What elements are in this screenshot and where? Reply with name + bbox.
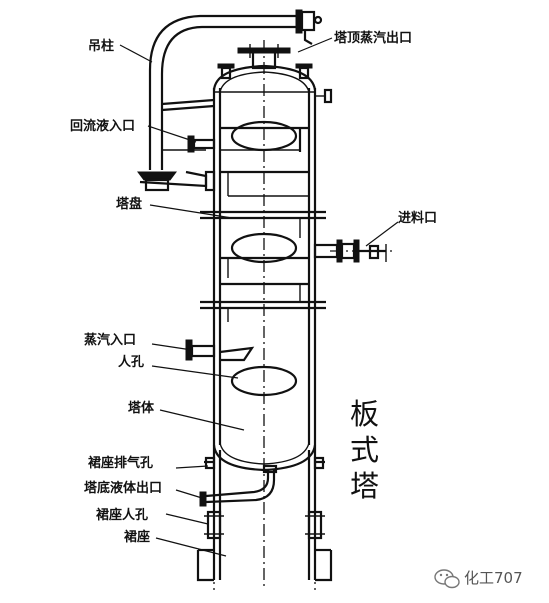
label-vapor-inlet: 蒸汽入口 [84,332,136,348]
label-skirt: 裙座 [124,529,150,545]
watermark-text: 化工707 [464,569,523,587]
label-reflux-inlet: 回流液入口 [70,118,135,134]
label-hanging-post: 吊柱 [88,38,114,54]
trays [200,126,326,322]
feed-inlet-nozzle [313,239,396,263]
label-bottom-liquid-outlet: 塔底液体出口 [84,480,162,496]
title-char-2: 式 [350,433,379,467]
label-trays: 塔盘 [116,196,142,212]
top-vapor-nozzle [217,44,333,104]
hanging-post [137,9,323,192]
reflux-inlet-nozzle [187,135,216,153]
title-char-1: 板 [350,397,379,431]
label-manhole: 人孔 [118,354,144,370]
label-skirt-manhole: 裙座人孔 [96,507,148,523]
label-shell: 塔体 [128,400,155,416]
title-char-3: 塔 [350,469,379,503]
label-skirt-vent: 裙座排气孔 [88,455,153,471]
labels: 吊柱 回流液入口 塔盘 蒸汽入口 人孔 塔体 裙座排气孔 塔底液体出口 裙座人孔… [70,30,437,545]
leader-lines [119,37,399,557]
label-top-vapor-outlet: 塔顶蒸汽出口 [334,30,412,46]
skirt [196,445,333,590]
vertical-title: 板 式 塔 [350,397,379,503]
wechat-icon [434,569,460,589]
manholes [230,120,298,397]
label-feed-inlet: 进料口 [398,210,437,226]
tower-shell [212,40,317,590]
watermark: 化工707 [434,569,523,589]
